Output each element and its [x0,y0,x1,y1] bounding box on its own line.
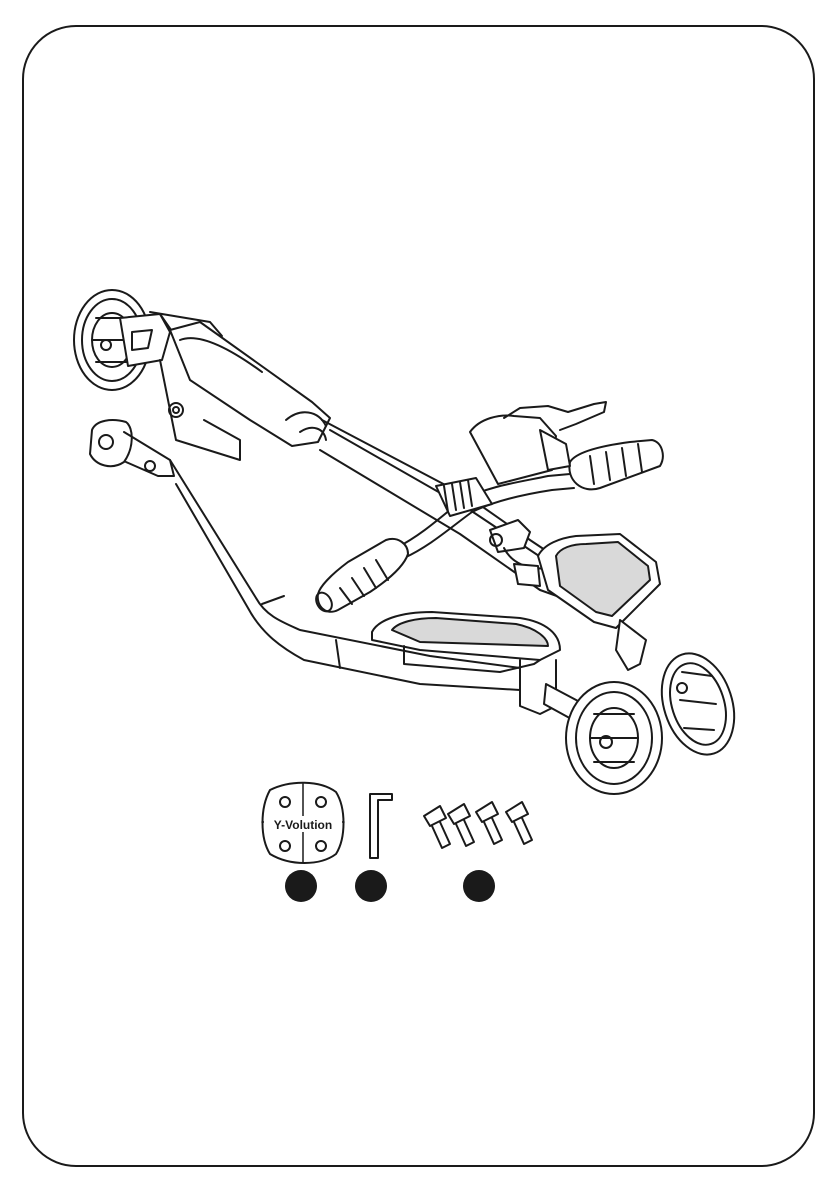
rear-wheel-left [544,682,662,794]
part-marker-1 [285,870,317,902]
bolt-icon-1 [424,806,450,848]
left-grip [313,539,408,614]
rear-deck [538,534,660,628]
bolt-icon-4 [506,802,532,844]
part-marker-3 [463,870,495,902]
right-grip [569,440,662,489]
hex-key-icon [370,794,392,858]
front-deck [372,612,560,714]
logo-plate-text: Y-Volution [274,818,332,832]
steering-column [160,322,330,460]
part-marker-2 [355,870,387,902]
bolt-icon-3 [476,802,502,844]
bolt-icon-2 [448,804,474,846]
